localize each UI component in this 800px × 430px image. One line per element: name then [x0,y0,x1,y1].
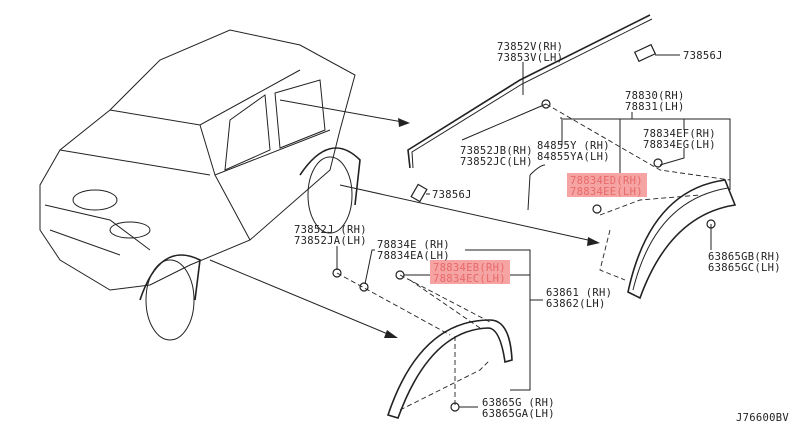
rear-wheel-arch [527,103,737,300]
label-73852v: 73852V(RH) [497,41,563,53]
label-63865gb: 63865GB(RH) [708,251,781,263]
label-84855ya: 84855YA(LH) [537,151,610,163]
arrows [209,99,600,338]
label-73852jb: 73852JB(RH) [460,145,533,157]
part-labels: 73852V(RH) 73853V(LH) 73856J 78830(RH) 7… [294,41,789,424]
label-73852ja: 73852JA(LH) [294,235,367,247]
clip-73856j-top [633,43,657,63]
label-78831: 78831(LH) [625,101,685,113]
label-78834ea: 78834EA(LH) [377,250,450,262]
label-73856j-mid: 73856J [432,189,472,201]
label-78834eg: 78834EG(LH) [643,139,716,151]
label-78830: 78830(RH) [625,90,685,102]
diagram-code: J76600BV [736,412,789,424]
label-73852j: 73852J (RH) [294,224,367,236]
label-73856j-top: 73856J [683,50,723,62]
label-78834ee: 78834EE(LH) [570,186,643,198]
label-63865ga: 63865GA(LH) [482,408,555,420]
label-84855y: 84855Y (RH) [537,140,610,152]
leader-lines [336,54,731,408]
car-illustration [39,29,361,341]
label-78834ec: 78834EC(LH) [433,273,506,285]
label-78834ed: 78834ED(RH) [570,175,643,187]
roof-molding [407,14,651,169]
clip-78834ed [592,204,602,214]
label-78834ef: 78834EF(RH) [643,128,716,140]
label-78834e: 78834E (RH) [377,239,450,251]
label-73853v: 73853V(LH) [497,52,563,64]
label-63865gc: 63865GC(LH) [708,262,781,274]
highlight-78834eb [430,260,510,284]
label-73852jc: 73852JC(LH) [460,156,533,168]
label-63861: 63861 (RH) [546,287,612,299]
label-63865g: 63865G (RH) [482,397,555,409]
front-wheel-arch [332,268,513,419]
highlight-78834ed [567,173,647,197]
label-63862: 63862(LH) [546,298,606,310]
clip-73856j-mid [410,183,428,203]
clip-78834ef [653,158,663,168]
label-78834eb: 78834EB(RH) [433,262,506,274]
